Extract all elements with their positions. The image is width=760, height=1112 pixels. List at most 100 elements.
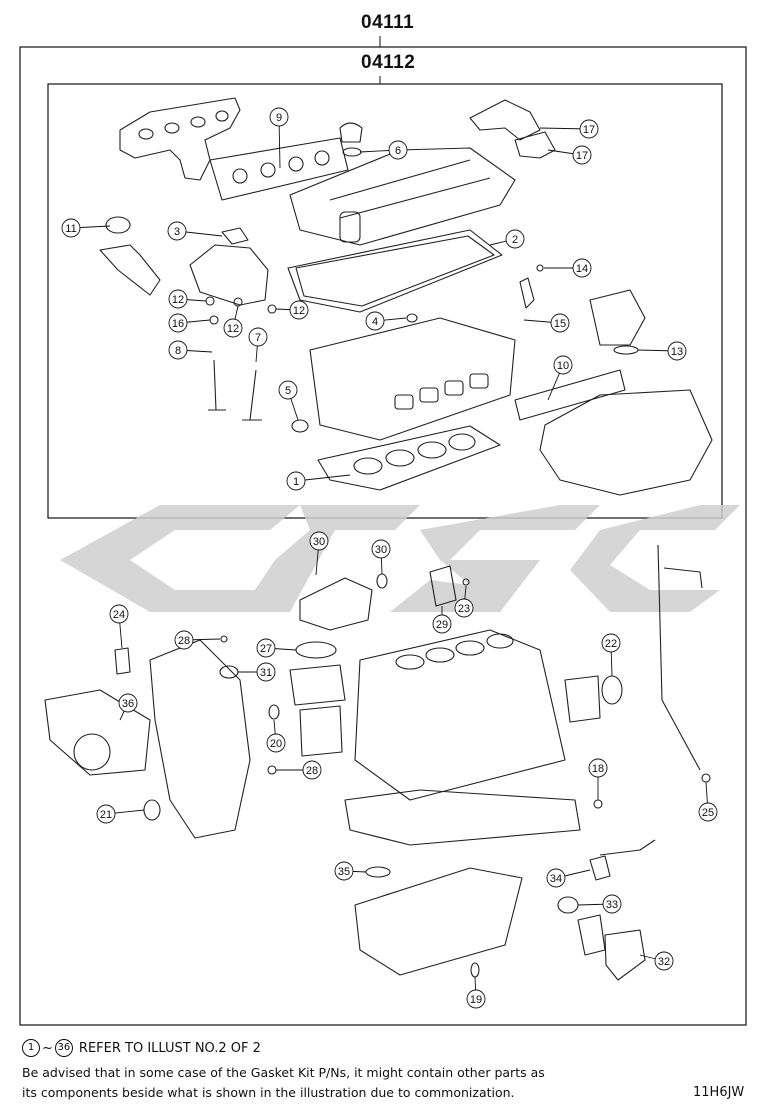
callout-number: 25 <box>702 807 714 819</box>
dip-tube <box>657 544 701 771</box>
callout-number: 4 <box>372 316 378 328</box>
rear-seal-retainer <box>564 675 601 723</box>
refer-note: 1 ~ 36 REFER TO ILLUST NO.2 OF 2 <box>22 1039 261 1057</box>
callout-badge <box>256 638 276 658</box>
callout-number: 35 <box>338 866 350 878</box>
refer-range-separator: ~ <box>42 1040 53 1056</box>
callout-number: 21 <box>100 809 112 821</box>
illustration-code: 11H6JW <box>693 1085 745 1100</box>
gasket-35 <box>365 866 391 878</box>
manifold-ports <box>138 110 229 140</box>
refer-end-badge: 36 <box>54 1039 73 1057</box>
water-outlet <box>299 577 373 631</box>
crank-seal-21 <box>143 799 161 821</box>
kit-number-outer: 04111 <box>361 12 415 33</box>
cover-oil-neck <box>339 211 361 243</box>
callout-badge <box>602 894 622 914</box>
callout-badge <box>286 471 306 491</box>
callout-badge <box>278 380 298 400</box>
callout-number: 30 <box>313 536 325 548</box>
head-ports <box>394 373 489 410</box>
valve-exhaust <box>242 369 262 421</box>
callout-number: 7 <box>255 332 261 344</box>
callout-badge <box>109 604 129 624</box>
callout-number: 32 <box>658 956 670 968</box>
o-ring-28b <box>267 765 277 775</box>
callout-number: 24 <box>113 609 125 621</box>
drain-plug-18 <box>593 799 603 809</box>
gasket-29 <box>429 565 457 607</box>
o-ring-13 <box>613 345 639 355</box>
callout-number: 18 <box>592 763 604 775</box>
callout-badge <box>118 693 138 713</box>
watermark-logo <box>60 505 740 612</box>
callout-number: 22 <box>605 638 617 650</box>
exhaust-manifold-gasket <box>209 137 349 201</box>
timing-chain-cover <box>149 639 251 839</box>
callout-badge <box>167 221 187 241</box>
callout-badge <box>572 145 592 165</box>
callout-badge <box>174 630 194 650</box>
callout-badge <box>667 341 687 361</box>
block-bores <box>395 633 514 670</box>
refer-start-badge: 1 <box>22 1039 40 1057</box>
cam-seal-5 <box>291 419 309 433</box>
callout-number: 31 <box>260 667 272 679</box>
callout-number: 3 <box>174 226 180 238</box>
mount-bracket-b <box>514 131 556 159</box>
callout-number: 12 <box>293 305 305 317</box>
kit-number-inner: 04112 <box>361 52 416 73</box>
callout-number: 36 <box>122 698 134 710</box>
callout-badge <box>432 614 452 634</box>
seal-12a <box>205 296 215 306</box>
callout-badge <box>61 218 81 238</box>
callout-badge <box>168 289 188 309</box>
callout-number: 5 <box>285 385 291 397</box>
callout-badge <box>96 804 116 824</box>
seal-20 <box>268 704 280 720</box>
callout-badge <box>388 140 408 160</box>
cylinder-head-cover <box>289 147 516 246</box>
callout-number: 16 <box>172 318 184 330</box>
callout-badge <box>365 311 385 331</box>
thermostat <box>577 914 606 956</box>
sensor-15 <box>519 277 535 309</box>
o-ring-14 <box>536 264 544 272</box>
callout-badge <box>505 229 525 249</box>
callout-badge <box>579 119 599 139</box>
callout-badge <box>454 598 474 618</box>
callout-number: 17 <box>576 150 588 162</box>
callout-number: 13 <box>671 346 683 358</box>
valve-intake <box>208 359 226 411</box>
oil-pan-lower <box>354 867 523 976</box>
oil-cooler-pipe <box>599 839 656 856</box>
callout-badge <box>371 539 391 559</box>
callout-number: 33 <box>606 899 618 911</box>
callout-number: 29 <box>436 619 448 631</box>
oil-filter-bracket <box>289 664 346 706</box>
oil-filter <box>299 705 343 757</box>
gasket-4 <box>406 313 418 323</box>
callout-number: 11 <box>65 223 76 235</box>
oil-filler-cap <box>339 122 363 143</box>
gasket-24 <box>114 647 131 675</box>
outer-frame <box>19 46 747 1026</box>
callout-number: 23 <box>458 603 470 615</box>
callout-number: 27 <box>260 643 272 655</box>
callout-badge <box>588 758 608 778</box>
bolt-23 <box>462 578 470 586</box>
callout-number: 8 <box>175 345 181 357</box>
oil-seal-11 <box>105 216 131 234</box>
callout-badge <box>269 107 289 127</box>
cylinder-head <box>309 317 516 441</box>
o-ring-28 <box>220 635 228 643</box>
callout-number: 12 <box>227 323 239 335</box>
callout-badge <box>572 258 592 278</box>
water-pump-gasket-36 <box>44 689 151 776</box>
throttle-body <box>589 289 646 346</box>
head-cover-gasket-inner <box>295 235 495 307</box>
head-cover-gasket <box>287 229 503 313</box>
gasket-ports <box>232 150 330 184</box>
